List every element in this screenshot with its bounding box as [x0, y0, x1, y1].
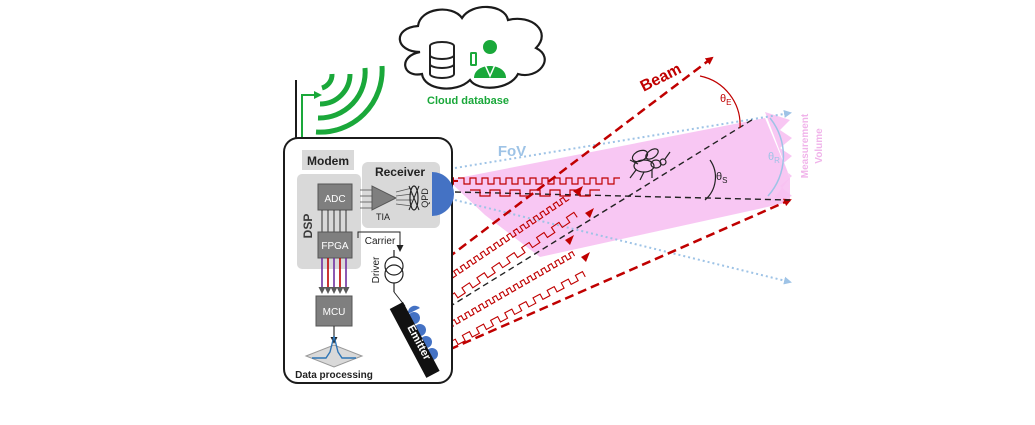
adc-fpga-bus — [321, 210, 347, 232]
carrier-label: Carrier — [365, 236, 396, 247]
qpd-label: QPD — [420, 188, 430, 208]
fpga-mcu-bus — [318, 258, 350, 294]
current-source-icon — [384, 250, 404, 292]
modem-label: Modem — [307, 154, 349, 168]
lens-icon — [408, 185, 420, 211]
fpga-block — [317, 231, 353, 259]
modem-box — [302, 150, 354, 170]
wireless-signal-icon — [315, 65, 385, 135]
tia-amplifier — [360, 185, 413, 211]
mcu-label: MCU — [323, 307, 346, 318]
insect-icon — [629, 148, 671, 181]
user-icon — [470, 40, 506, 78]
driver-label: Driver — [371, 256, 382, 283]
beam-label: Beam — [638, 61, 685, 96]
measurement-volume — [448, 112, 792, 257]
data-processing-label: Data processing — [295, 370, 373, 381]
adc-label: ADC — [324, 194, 345, 205]
fpga-label: FPGA — [321, 241, 349, 252]
theta-s-label: θS — [716, 171, 727, 185]
theta-r-label: θR — [768, 151, 780, 165]
beam-lines — [391, 56, 792, 357]
tia-label: TIA — [376, 212, 390, 222]
cloud-database: Cloud database — [398, 5, 546, 107]
data-processing-icon — [304, 335, 364, 368]
receiver-label: Receiver — [375, 165, 425, 179]
measurement-label: Measurement — [800, 113, 811, 178]
emitted-signal-waves — [419, 196, 586, 353]
fov-label: FoV — [498, 143, 526, 160]
field-of-view-lines — [454, 110, 792, 285]
database-icon — [429, 41, 455, 79]
angle-arcs — [699, 75, 785, 201]
theta-e-label: θE — [720, 93, 731, 107]
wave-arrowheads — [565, 186, 594, 262]
dsp-label: DSP — [301, 214, 315, 239]
cloud-label: Cloud database — [427, 95, 509, 107]
adc-block — [317, 183, 353, 211]
detector-dome — [432, 172, 454, 216]
volume-label: Volume — [814, 128, 825, 164]
